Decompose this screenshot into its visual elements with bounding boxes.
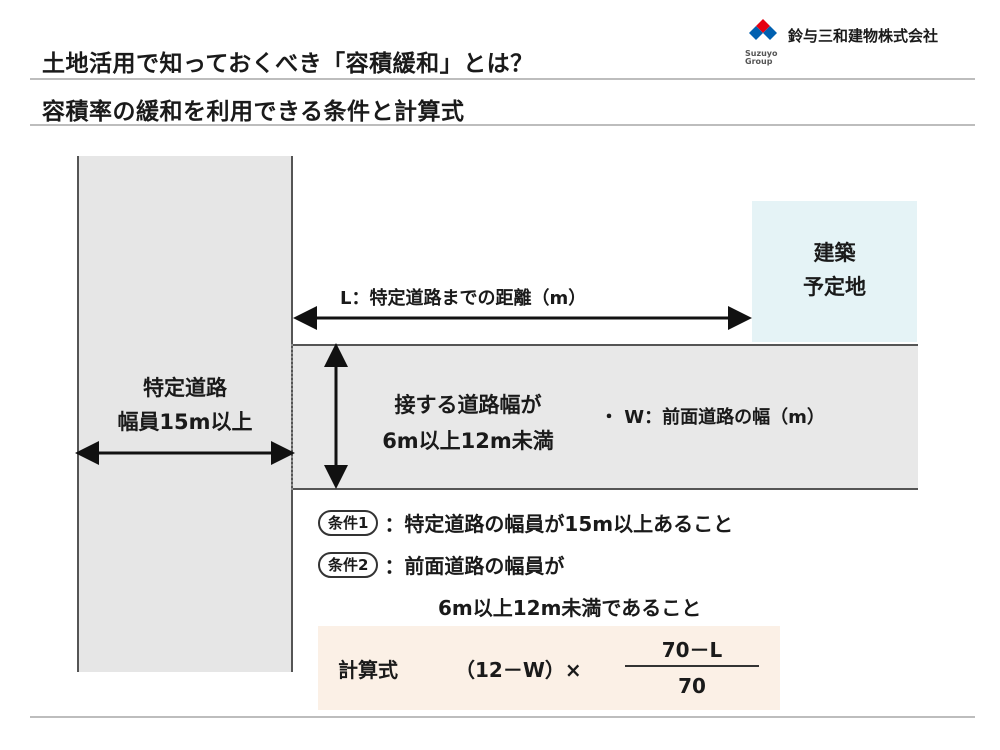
- condition-1: 条件1 ：特定道路の幅員が15m以上あること: [318, 508, 733, 537]
- formula-denominator: 70: [678, 674, 706, 698]
- footer-divider: [30, 716, 975, 718]
- condition-2: 条件2 ：前面道路の幅員が: [318, 550, 564, 579]
- page-title: 土地活用で知っておくべき「容積緩和」とは？: [42, 51, 534, 77]
- condition-1-badge: 条件1: [318, 509, 379, 536]
- condition-2-text-continued: 6m以上12m未満であること: [438, 596, 702, 620]
- formula-name: 計算式: [338, 658, 398, 682]
- building-site-label: 建築 予定地: [803, 241, 866, 299]
- company-name: 鈴与三和建物株式会社: [788, 27, 939, 45]
- page-subtitle: 容積率の緩和を利用できる条件と計算式: [42, 99, 465, 125]
- condition-2-badge: 条件2: [318, 551, 379, 578]
- formula-numerator: 70－L: [661, 638, 723, 662]
- front-road-width-label: ・ W：前面道路の幅（m）: [600, 407, 825, 428]
- logo-text: Suzuyo Group: [745, 49, 778, 66]
- company-logo-icon: [749, 19, 777, 40]
- formula-expression: （12－W）×: [455, 658, 582, 682]
- condition-2-text: ：前面道路の幅員が: [384, 554, 565, 578]
- front-road-width-range: 接する道路幅が 6m以上12m未満: [382, 393, 554, 453]
- title-divider-bottom: [30, 124, 975, 126]
- specified-road: [77, 156, 293, 672]
- title-divider-top: [30, 78, 975, 80]
- distance-label: L：特定道路までの距離（m）: [340, 288, 587, 309]
- road-junction-line: [291, 344, 293, 490]
- building-site: [752, 201, 917, 342]
- formula-box: [318, 626, 780, 710]
- specified-road-label: 特定道路 幅員15m以上: [117, 376, 253, 434]
- formula-fraction-bar: [625, 665, 759, 667]
- front-road: [293, 344, 918, 490]
- condition-1-text: ：特定道路の幅員が15m以上あること: [384, 512, 734, 536]
